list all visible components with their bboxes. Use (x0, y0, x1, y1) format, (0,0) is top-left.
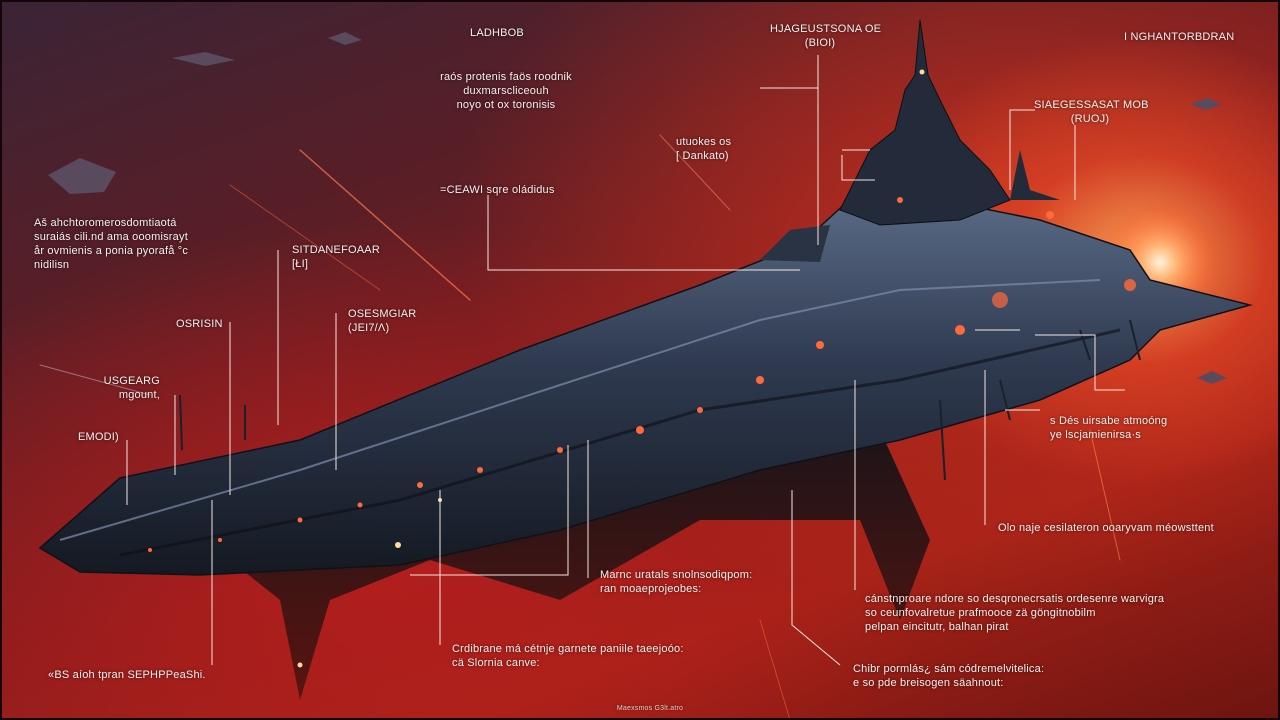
callout-sitdane: SITDANEFOAAR [ŁI] (292, 244, 380, 270)
callout-upper-mid: utuokes os [ Dankato) (676, 136, 732, 162)
callout-usgearg: USGEARG mgount, (103, 375, 160, 401)
callout-left-paragraph: Aš ahchtoromerosdomtiaotá suraiás cili.n… (34, 217, 189, 271)
callout-osrisin: OSRISIN (176, 318, 223, 330)
laser-streaks (39, 134, 1121, 720)
callout-bottom-right-mid: cánstnproare ndore so desqronecrsatis or… (865, 593, 1165, 633)
callout-marc: Marnc uratals snolnsodiqpom: ran moaepro… (600, 569, 753, 595)
header-left: LADHBOB (470, 27, 524, 39)
header-right: I NGHANTORBDRAN (1124, 31, 1235, 43)
callout-bottom-right: Chibr pormlás¿ sám códremelvitelica: e s… (853, 663, 1045, 689)
callout-ceawi: =CEAWI sqre oládidus (440, 184, 555, 196)
callout-osesmgiar: OSESMGIAR (JEI7/Λ) (348, 308, 417, 334)
callout-right-low: Olo naje cesilateron ooaryvam méowsttent (998, 522, 1214, 534)
callout-right-upper: SIAEGESSASAT MOB (RUOJ) (1034, 99, 1149, 125)
callout-bottom-left: «BS aíoh tpran SEPHPPeaShi. (48, 669, 206, 681)
header-center: HJAGEUSTSONA OE (BIOI) (770, 23, 882, 49)
battleship (38, 19, 1253, 700)
footer-credit: Maexsmos G3lt.atro (616, 705, 684, 712)
callout-emodi: EMODI) (78, 431, 119, 443)
callout-top-center: raós protenis faös roodnik duxmarscliceo… (440, 71, 572, 111)
distant-ships (48, 32, 1227, 384)
callout-lines (126, 55, 1125, 666)
callout-bottom-center: Crdibrane má cétnje garnete paniile taee… (452, 643, 684, 669)
callout-right-mid: s Dés uirsabe atmoóng ye lscjamienirsa·s (1050, 415, 1168, 441)
